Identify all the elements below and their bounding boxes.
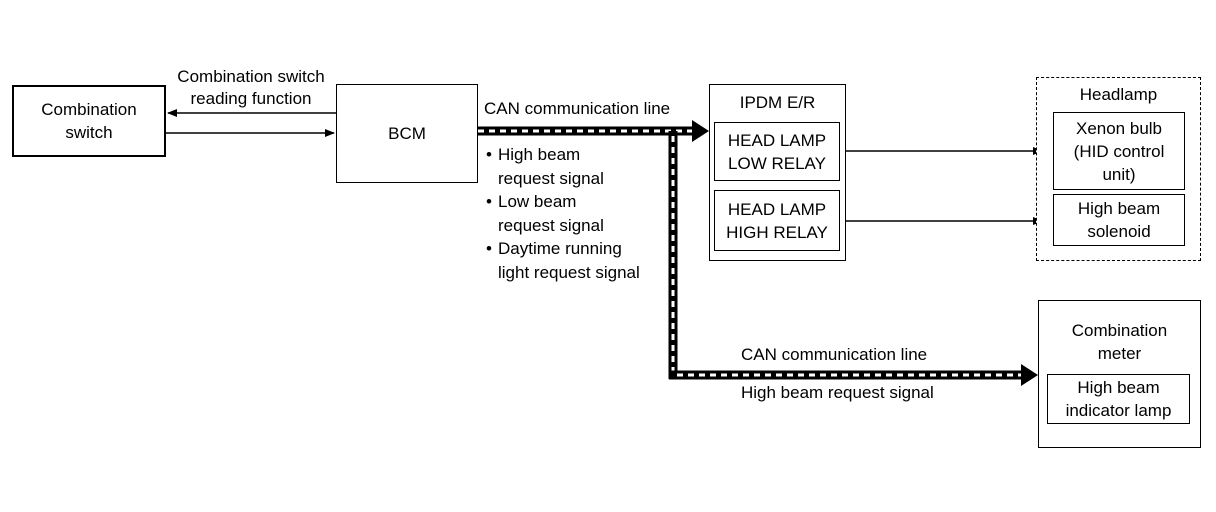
reading-function-line2: reading function	[190, 89, 312, 108]
can-line-bottom-label: CAN communication line	[741, 345, 928, 364]
low-relay-box: HEAD LAMP LOW RELAY	[714, 122, 840, 181]
high-beam-request-signal-label: High beam request signal	[741, 383, 934, 402]
can-line-top-label: CAN communication line	[484, 99, 671, 118]
signal-low-beam: Low beam request signal	[486, 190, 640, 237]
xenon-line3: unit)	[1102, 164, 1136, 184]
high-relay-line1: HEAD LAMP	[727, 199, 827, 219]
ipdm-title: IPDM E/R	[739, 93, 816, 112]
combination-switch-box: Combination switch	[12, 85, 166, 157]
signal-high-beam: High beam request signal	[486, 143, 640, 190]
high-relay-box: HEAD LAMP HIGH RELAY	[714, 190, 840, 251]
combination-meter-line1: Combination	[1071, 321, 1168, 340]
reading-function-line1: Combination switch	[177, 67, 325, 86]
reading-function-label: Combination switch reading function	[168, 66, 334, 110]
solenoid-line2: solenoid	[1087, 222, 1151, 241]
can-line-bottom	[669, 364, 1038, 386]
combination-switch-line1: Combination	[41, 100, 137, 119]
high-relay-line2: HIGH RELAY	[726, 222, 828, 242]
high-beam-indicator-box: High beam indicator lamp	[1047, 374, 1190, 424]
combination-meter-line2: meter	[1097, 344, 1142, 363]
bcm-label: BCM	[388, 124, 426, 143]
headlamp-title: Headlamp	[1079, 85, 1158, 104]
solenoid-line1: High beam	[1077, 199, 1161, 218]
high-beam-solenoid-box: High beam solenoid	[1053, 194, 1185, 246]
low-relay-line2: LOW RELAY	[728, 153, 826, 173]
xenon-bulb-box: Xenon bulb (HID control unit)	[1053, 112, 1185, 190]
bcm-box: BCM	[336, 84, 478, 183]
bcm-signal-list: High beam request signal Low beam reques…	[486, 143, 640, 284]
signal-daytime-running: Daytime running light request signal	[486, 237, 640, 284]
low-relay-line1: HEAD LAMP	[727, 130, 827, 150]
indicator-line2: indicator lamp	[1065, 401, 1172, 420]
indicator-line1: High beam	[1077, 378, 1160, 397]
xenon-line2: (HID control	[1073, 141, 1165, 161]
can-line-top	[478, 120, 709, 142]
combination-switch-line2: switch	[65, 123, 113, 142]
xenon-line1: Xenon bulb	[1075, 118, 1163, 138]
